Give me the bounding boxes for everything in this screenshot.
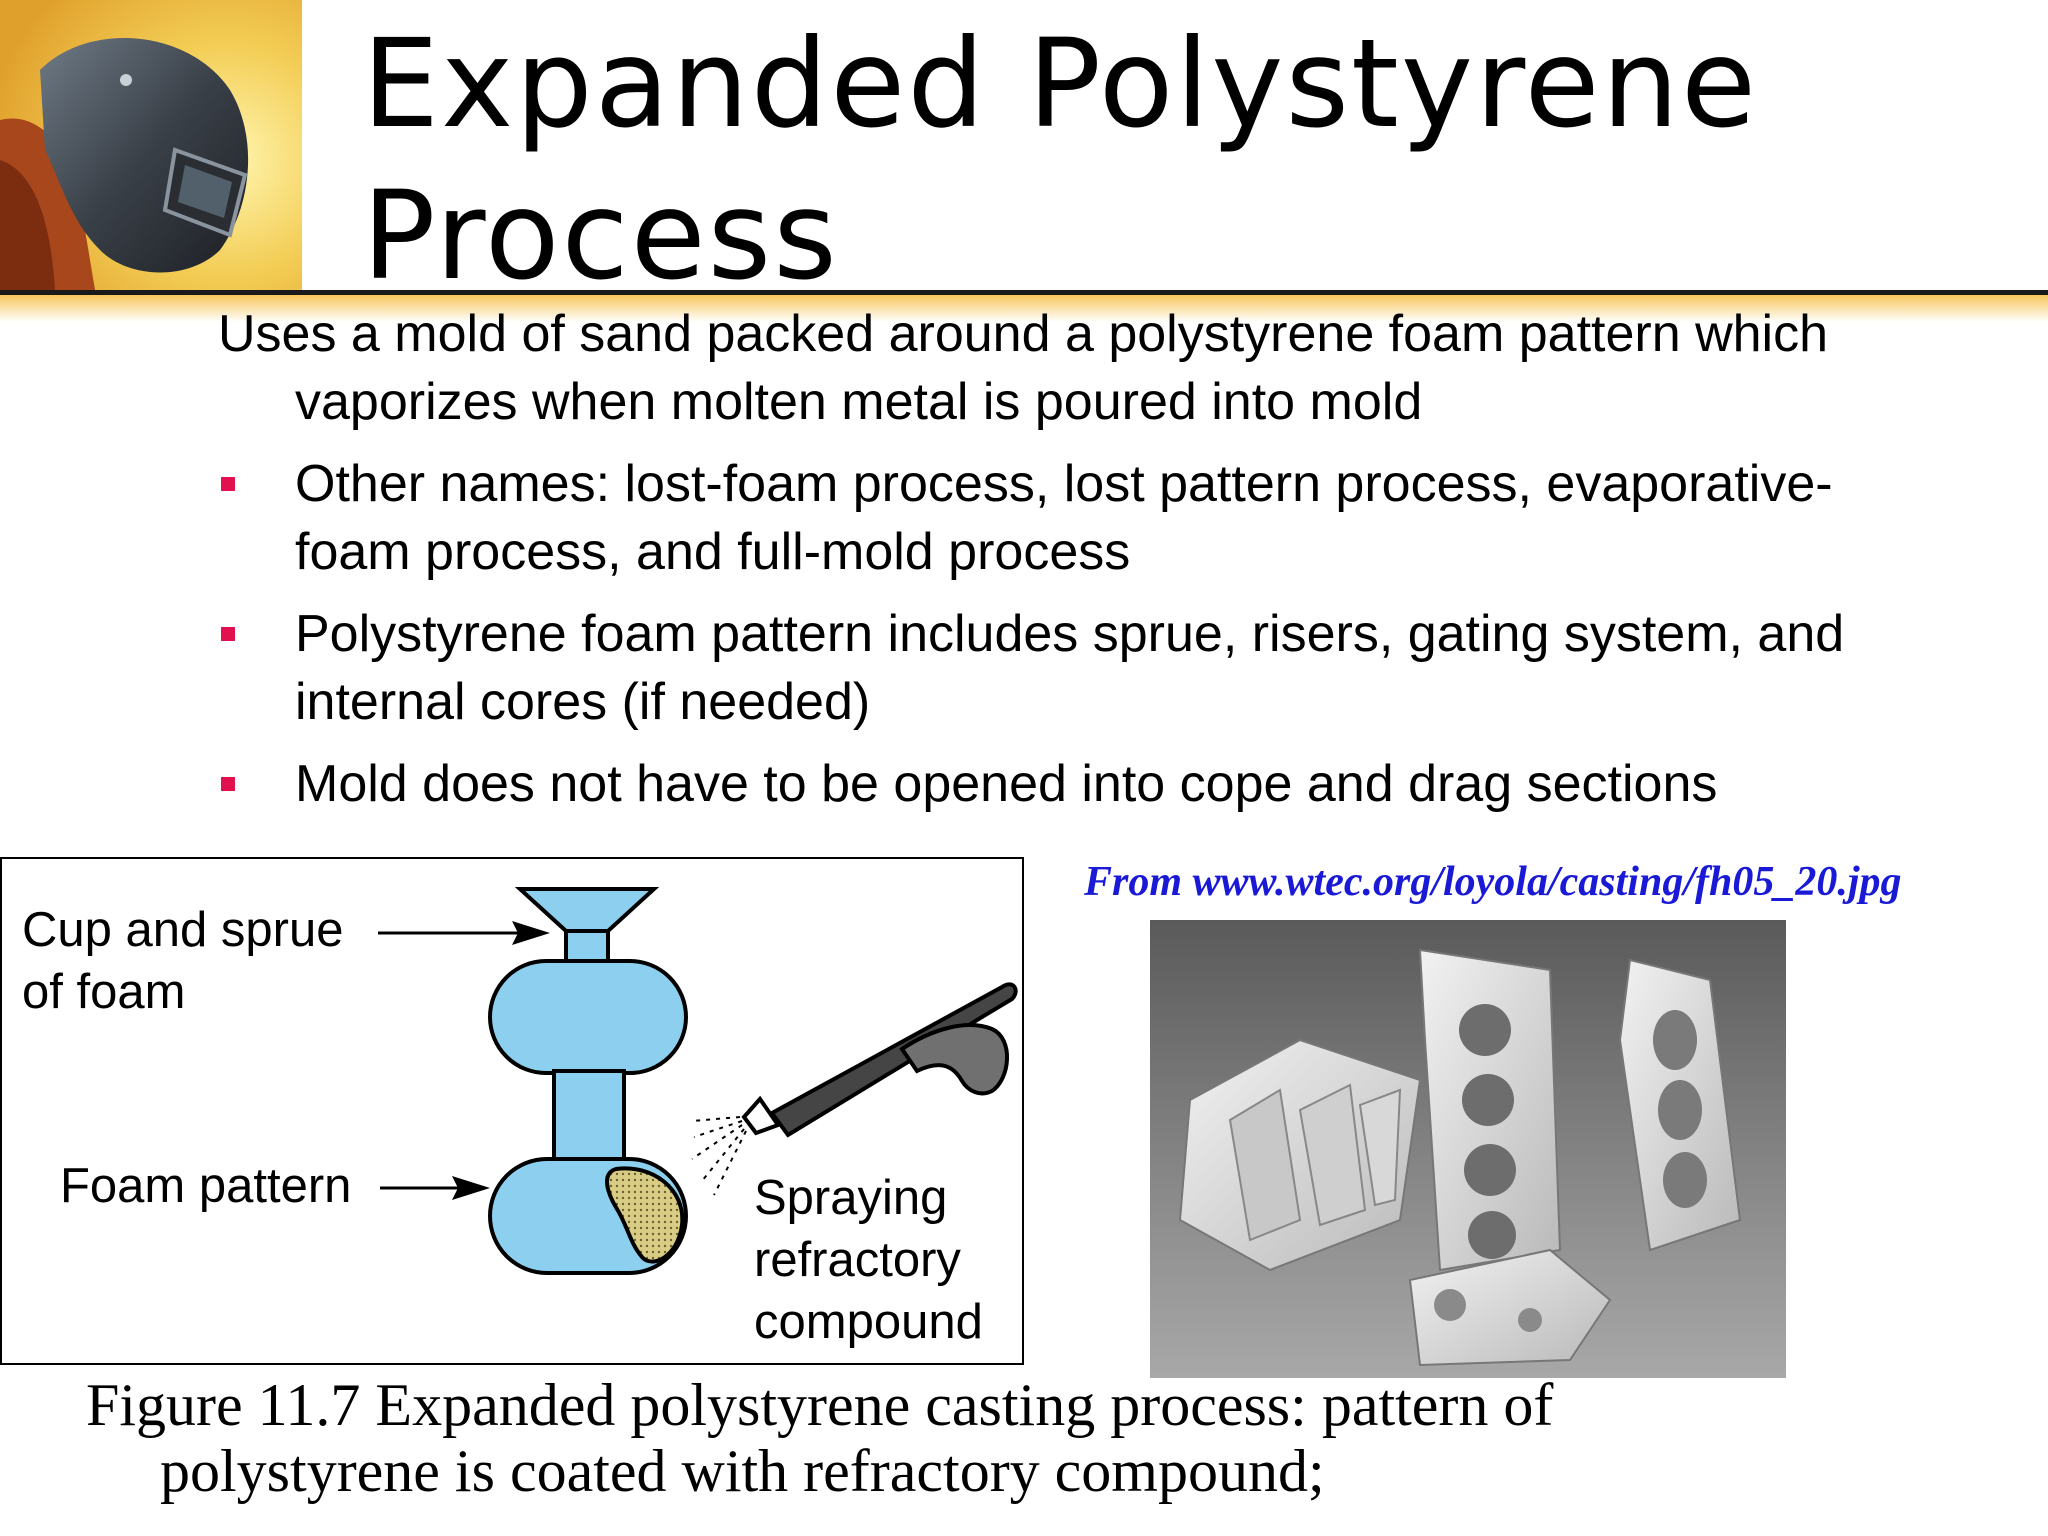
figure-caption: Figure 11.7 Expanded polystyrene casting… [86,1372,1986,1504]
housing-part [1408,1248,1612,1367]
foam-neck [552,1069,626,1169]
bullet-list: Other names: lost-foam process, lost pat… [218,450,1918,818]
cup-label-line-1: Cup and sprue [22,903,344,957]
engine-block-part [1418,948,1562,1272]
bullet-text: Polystyrene foam pattern includes sprue,… [295,605,1845,731]
cup-sprue-label: Cup and sprue of foam [22,899,343,1023]
spray-label-line-3: compound [754,1295,983,1349]
title-line-2: Process [362,165,839,307]
foam-patterns-photo [1150,920,1786,1378]
spray-mist-icon [691,1116,747,1196]
pattern-label-arrowhead-icon [452,1176,490,1200]
bullet-square-icon [221,777,235,791]
cylinder-head-part [1618,958,1742,1252]
title-underline [0,290,2048,322]
process-diagram: Cup and sprue of foam Foam pattern Spray… [0,857,1024,1365]
bullet-item: Polystyrene foam pattern includes sprue,… [218,600,1918,736]
welder-logo [0,0,302,290]
cup-label-line-2: of foam [22,965,186,1019]
bullet-text: Mold does not have to be opened into cop… [295,755,1718,813]
bullet-text: Other names: lost-foam process, lost pat… [295,455,1833,581]
cup-label-arrowhead-icon [512,921,550,945]
caption-line-1: Figure 11.7 Expanded polystyrene casting… [86,1372,1554,1438]
bullet-square-icon [221,477,235,491]
photo-credit: From www.wtec.org/loyola/casting/fh05_20… [1084,859,1902,905]
spray-label-line-2: refractory [754,1233,961,1287]
foam-sprue-shape [564,929,610,965]
foam-cup-shape [514,887,660,933]
bullet-item: Mold does not have to be opened into cop… [218,750,1918,818]
lead-paragraph: Uses a mold of sand packed around a poly… [218,305,1829,431]
caption-line-2: polystyrene is coated with refractory co… [160,1438,1325,1504]
foam-upper-body [488,959,688,1075]
spraying-label: Spraying refractory compound [754,1167,983,1353]
slide-body: Uses a mold of sand packed around a poly… [218,300,1918,832]
bullet-square-icon [221,627,235,641]
slide-title: Expanded Polystyrene Process [362,8,2012,312]
intake-manifold-part [1178,1038,1422,1272]
foam-pattern-label: Foam pattern [60,1159,352,1213]
spray-label-line-1: Spraying [754,1171,948,1225]
title-line-1: Expanded Polystyrene [362,13,1758,155]
refractory-coating-patch [605,1166,685,1264]
spray-gun-icon [741,982,1018,1138]
bullet-item: Other names: lost-foam process, lost pat… [218,450,1918,586]
